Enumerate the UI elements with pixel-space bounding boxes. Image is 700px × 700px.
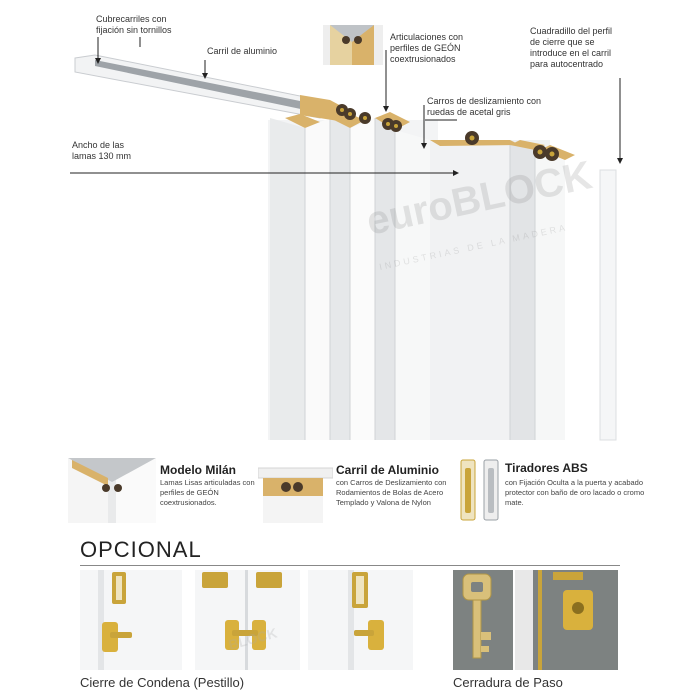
feature-title-tiradores: Tiradores ABS xyxy=(505,461,588,475)
callout-ancho: Ancho de las lamas 130 mm xyxy=(72,140,132,161)
caption-cierre-condena: Cierre de Condena (Pestillo) xyxy=(80,675,245,690)
callout-articulaciones: Articulaciones con perfiles de GEÓN coex… xyxy=(390,32,464,64)
leader-arrows xyxy=(95,58,623,176)
door-panels xyxy=(268,118,617,441)
feature-title-carril: Carril de Aluminio xyxy=(336,463,439,477)
feature-desc-tiradores: con Fijación Oculta a la puerta y acabad… xyxy=(505,478,645,507)
carriage-wheels xyxy=(336,104,559,161)
leader-lines xyxy=(70,37,621,174)
carril-image xyxy=(258,458,333,523)
callout-carril: Carril de aluminio xyxy=(207,46,278,56)
articulation-inset xyxy=(323,25,383,65)
door-illustration: euroBLOCK INDUSTRIAS DE LA MADERA xyxy=(70,25,623,441)
feature-milan: Modelo Milán Lamas Lisas articuladas con… xyxy=(68,458,298,523)
milan-joint-image xyxy=(68,458,156,523)
feature-desc-carril: con Carros de Deslizamiento con Rodamien… xyxy=(336,478,447,507)
latch-images: BLOCK xyxy=(80,570,413,670)
feature-desc-milan: Lamas Lisas articuladas con perfiles de … xyxy=(160,478,255,507)
feature-tiradores: Tiradores ABS con Fijación Oculta a la p… xyxy=(458,458,648,523)
caption-cerradura-paso: Cerradura de Paso xyxy=(453,675,563,690)
lock-images xyxy=(453,570,618,670)
handles-image xyxy=(460,459,499,521)
callout-cuadradillo: Cuadradillo del perfil de cierre que se … xyxy=(530,26,613,69)
feature-carril: Carril de Aluminio con Carros de Desliza… xyxy=(258,458,458,523)
aluminium-rail xyxy=(74,54,345,122)
callout-cubrecarriles: Cubrecarriles con fijación sin tornillos xyxy=(96,14,172,35)
feature-title-milan: Modelo Milán xyxy=(160,463,236,477)
optional-divider xyxy=(80,565,620,566)
optional-heading: OPCIONAL xyxy=(80,537,202,562)
callout-carros: Carros de deslizamiento con ruedas de ac… xyxy=(427,96,542,117)
